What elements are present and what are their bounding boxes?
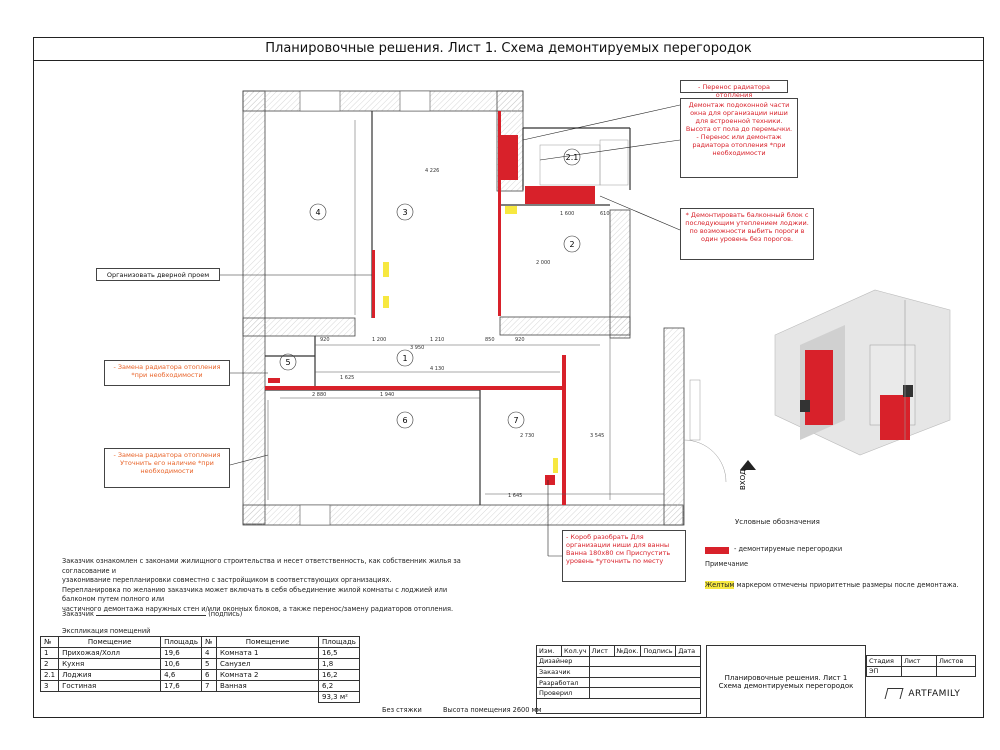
note-line-1: Заказчик ознакомлен с законами жилищного…	[62, 557, 461, 575]
svg-text:610: 610	[600, 211, 610, 217]
legend-demolish-swatch	[705, 547, 729, 554]
dimension-labels: 3 950 4 130 2 880 1 940 2 730 1 645 1 62…	[312, 168, 610, 499]
drawing-sheet	[33, 37, 984, 718]
height-note: Высота помещения 2600 мм	[443, 706, 542, 714]
priority-dims	[383, 206, 558, 473]
callout-window-demolish: Демонтаж подоконной части окна для орган…	[680, 98, 798, 178]
room-5-label: 5	[285, 358, 290, 367]
callout-doorway: Организовать дверной проем	[96, 268, 220, 281]
legend-demolish-text: - демонтируемые перегородки	[734, 545, 843, 553]
room-labels: 4 3 2 2.1 1 5 6 7	[279, 148, 581, 429]
sheet-title: Планировочные решения. Лист 1. Схема дем…	[33, 37, 984, 61]
svg-text:2 880: 2 880	[312, 392, 326, 398]
explication-header: № Помещение Площадь № Помещение Площадь	[39, 636, 360, 648]
svg-text:1 645: 1 645	[508, 493, 522, 499]
svg-text:920: 920	[320, 337, 330, 343]
customer-signature-line: Заказчик (подпись)	[62, 610, 242, 620]
callout-radiator-replace-1: - Замена радиатора отопления *при необхо…	[104, 360, 230, 386]
callout-balcony-demolish: * Демонтировать балконный блок с последу…	[680, 208, 814, 260]
room-3-label: 3	[402, 208, 407, 217]
room-6-label: 6	[402, 416, 407, 425]
svg-text:1 600: 1 600	[560, 211, 574, 217]
svg-text:2 730: 2 730	[520, 433, 534, 439]
screed-note: Без стяжки	[382, 706, 422, 714]
room-2-1-label: 2.1	[566, 153, 579, 162]
callout-box: - Короб разобрать Для организации ниши д…	[562, 530, 686, 582]
legend-note-label: Примечание	[705, 560, 749, 568]
svg-text:2 000: 2 000	[536, 260, 550, 266]
explication-table: № Помещение Площадь № Помещение Площадь …	[39, 636, 360, 703]
note-line-4: частичного демонтажа наружных стен и/или…	[62, 604, 454, 613]
svg-text:3 950: 3 950	[410, 345, 424, 351]
callout-radiator-move: - Перенос радиатора отопления	[680, 80, 788, 99]
render-3d-view	[765, 274, 960, 456]
table-total-row: 93,3 м²	[41, 691, 360, 703]
notes-block: Заказчик ознакомлен с законами жилищного…	[62, 557, 482, 614]
svg-text:1 210: 1 210	[430, 337, 444, 343]
entrance-label: ВХОД	[739, 469, 747, 490]
callout-radiator-replace-2: - Замена радиатора отопления Уточнить ег…	[104, 448, 230, 488]
customer-label: Заказчик	[62, 610, 94, 618]
svg-text:1 200: 1 200	[372, 337, 386, 343]
svg-text:1 940: 1 940	[380, 392, 394, 398]
entrance-arrow-icon	[740, 460, 756, 470]
svg-text:4 130: 4 130	[430, 366, 444, 372]
note-line-3: Перепланировка по желанию заказчика може…	[62, 585, 448, 604]
svg-text:1 625: 1 625	[340, 375, 354, 381]
signature-label: (подпись)	[208, 610, 243, 618]
svg-text:850: 850	[485, 337, 495, 343]
logo-icon	[884, 688, 904, 699]
interior-walls	[265, 111, 631, 505]
room-7-label: 7	[513, 416, 518, 425]
stamp-title: Планировочные решения. Лист 1 Схема демо…	[706, 645, 866, 718]
stamp-stage-table: Стадия Лист Листов ЭП	[866, 655, 976, 678]
demolish-partitions	[265, 111, 595, 505]
note-line-2: узаконивание перепланировки совместно с …	[62, 576, 392, 584]
svg-text:4 226: 4 226	[425, 168, 439, 174]
stamp-table: Изм. Кол.уч Лист №Док. Подпись Дата Диза…	[535, 645, 702, 714]
explication-title: Экспликация помещений	[62, 627, 151, 635]
stamp-header: Изм. Кол.уч Лист №Док. Подпись Дата	[536, 645, 702, 657]
room-1-label: 1	[402, 354, 407, 363]
svg-text:3 545: 3 545	[590, 433, 604, 439]
legend-yellow-note: Желтым маркером отмечены приоритетные ра…	[705, 581, 959, 591]
brand-logo: ARTFAMILY	[884, 688, 960, 699]
room-2-label: 2	[569, 240, 574, 249]
legend-yellow-text: маркером отмечены приоритетные размеры п…	[736, 581, 959, 589]
windows	[299, 90, 431, 526]
legend-yellow-word: Желтым	[705, 581, 735, 589]
room-4-label: 4	[315, 208, 320, 217]
legend-title: Условные обозначения	[735, 518, 820, 526]
outer-walls	[242, 90, 685, 526]
svg-text:920: 920	[515, 337, 525, 343]
